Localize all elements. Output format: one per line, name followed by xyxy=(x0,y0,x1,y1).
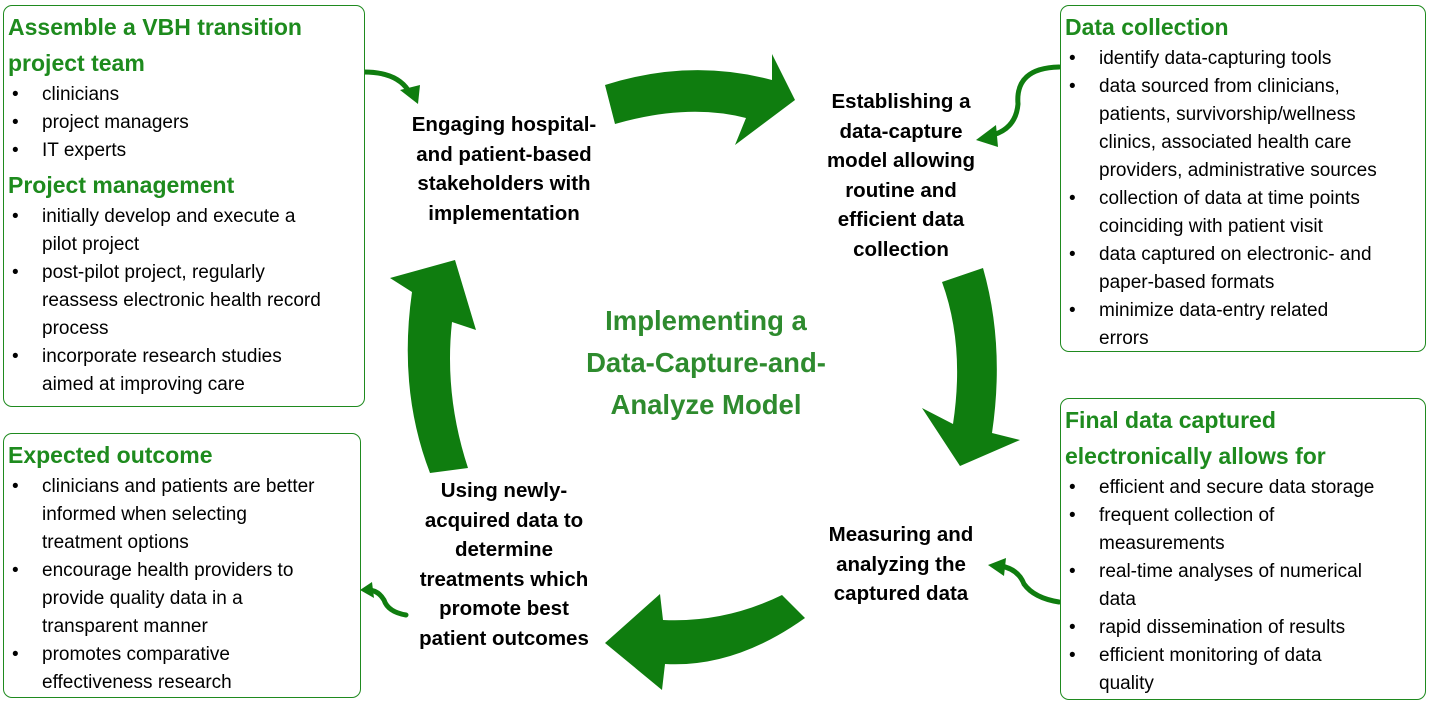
expected-outcome-heading: Expected outcome xyxy=(8,442,213,468)
connector-arrow-final xyxy=(998,563,1062,605)
connector-arrow-outcome xyxy=(365,587,409,618)
cycle-arrow-top xyxy=(605,54,795,145)
final-data-box: Final data captured electronically allow… xyxy=(1060,398,1426,700)
project-team-list: clinicians project managers IT experts xyxy=(8,81,356,165)
final-data-heading: Final data captured electronically allow… xyxy=(1065,407,1326,469)
project-team-box: Assemble a VBH transition project team c… xyxy=(3,5,365,407)
step-using-new-data: Using newly- acquired data to determine … xyxy=(419,479,589,650)
cycle-arrow-right xyxy=(922,268,1020,466)
list-item: identify data-capturing tools xyxy=(1065,45,1417,73)
project-team-heading: Assemble a VBH transition project team xyxy=(8,14,302,76)
connector-arrowhead-team xyxy=(400,85,420,104)
list-item: data captured on electronic- andpaper-ba… xyxy=(1065,241,1417,297)
data-collection-heading: Data collection xyxy=(1065,14,1229,40)
expected-outcome-box: Expected outcome clinicians and patients… xyxy=(3,433,361,698)
project-management-heading: Project management xyxy=(8,172,235,198)
data-collection-box: Data collection identify data-capturing … xyxy=(1060,5,1426,352)
step-measuring-analyzing: Measuring and analyzing the captured dat… xyxy=(828,523,974,605)
list-item: rapid dissemination of results xyxy=(1065,614,1417,642)
center-title: Implementing a Data-Capture-and- Analyze… xyxy=(586,305,826,420)
list-item: collection of data at time pointscoincid… xyxy=(1065,185,1417,241)
list-item: project managers xyxy=(8,109,356,137)
list-item: clinicians xyxy=(8,81,356,109)
final-data-list: efficient and secure data storage freque… xyxy=(1065,474,1417,698)
list-item: data sourced from clinicians,patients, s… xyxy=(1065,73,1417,185)
cycle-arrow-bottom xyxy=(605,594,805,690)
connector-arrow-collection xyxy=(990,64,1062,138)
connector-arrowhead-final xyxy=(988,558,1006,576)
connector-arrowhead-outcome xyxy=(360,582,374,598)
data-collection-list: identify data-capturing tools data sourc… xyxy=(1065,45,1417,353)
list-item: clinicians and patients are betterinform… xyxy=(8,473,352,557)
connector-arrowhead-collection xyxy=(976,125,998,147)
cycle-arrow-left xyxy=(390,260,476,473)
expected-outcome-list: clinicians and patients are betterinform… xyxy=(8,473,352,697)
list-item: IT experts xyxy=(8,137,356,165)
step-establishing-model: Establishing a data-capture model allowi… xyxy=(826,90,976,261)
list-item: efficient and secure data storage xyxy=(1065,474,1417,502)
connector-arrow-team xyxy=(361,69,411,93)
step-engaging-stakeholders: Engaging hospital- and patient-based sta… xyxy=(411,113,597,225)
